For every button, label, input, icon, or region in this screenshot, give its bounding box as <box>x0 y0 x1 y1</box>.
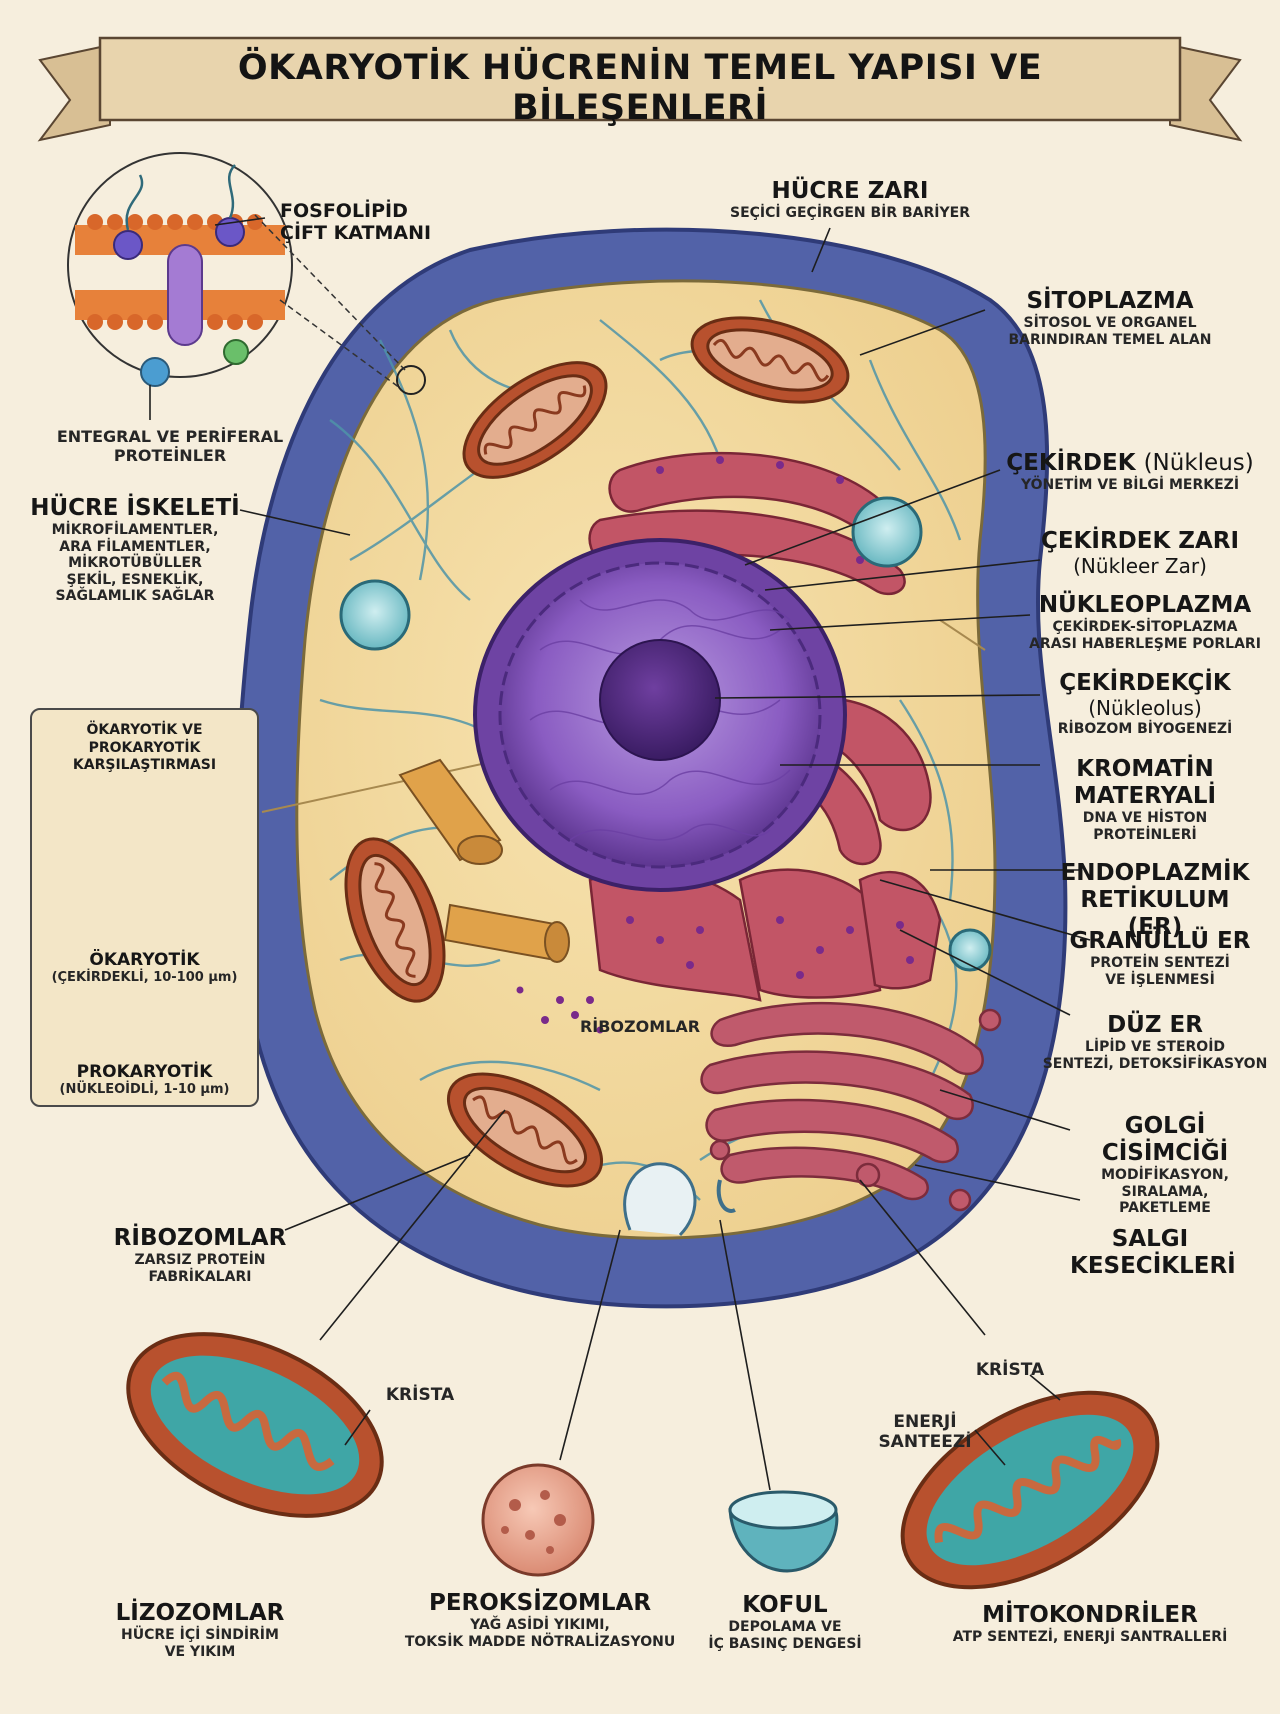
label-salgi: SALGI KESECİKLERİ <box>1070 1226 1236 1280</box>
eukaryote-caption: ÖKARYOTİK (ÇEKİRDEKLİ, 10-100 µm) <box>51 950 238 986</box>
label-hucre-iskeleti: HÜCRE İSKELETİ MİKROFİLAMENTLER, ARA FİL… <box>30 495 240 605</box>
label-er: ENDOPLAZMİK RETİKULUM (ER) <box>1060 860 1250 941</box>
label-krista-right: KRİSTA <box>975 1360 1045 1380</box>
ribosome-dots <box>516 456 914 1034</box>
golgi-shape <box>700 1001 1002 1212</box>
label-cekirdek: ÇEKİRDEK (Nükleus) YÖNETİM VE BİLGİ MERK… <box>1006 450 1254 494</box>
label-golgi: GOLGİ CİSİMCİĞİ MODİFİKASYON, SIRALAMA, … <box>1101 1113 1229 1217</box>
centriole-shapes <box>398 758 570 963</box>
mitochondria-right <box>900 1390 1160 1590</box>
nucleus-shape <box>473 538 847 892</box>
membrane-inset <box>67 152 293 387</box>
label-fosfolipid: FOSFOLİPİD ÇİFT KATMANI <box>280 200 432 245</box>
label-kromatin: KROMATİN MATERYALİ DNA VE HİSTON PROTEİN… <box>1073 756 1217 843</box>
exocytosis-vesicle <box>623 1162 697 1237</box>
label-granullu-er: GRANÜLLÜ ER PROTEİN SENTEZİ VE İŞLENMESİ <box>1069 928 1251 988</box>
label-koful: KOFUL DEPOLAMA VE İÇ BASINÇ DENGESİ <box>708 1592 862 1652</box>
label-integral: ENTEGRAL VE PERİFERAL PROTEİNLER <box>56 427 284 465</box>
prokaryote-caption: PROKARYOTİK (NÜKLEOİDLİ, 1-10 µm) <box>59 1062 230 1098</box>
mitochondria-inside <box>344 316 850 1188</box>
label-ribozomlar: RİBOZOMLAR ZARSIZ PROTEİN FABRİKALARI <box>113 1225 287 1285</box>
lysosome-mito-left <box>126 1332 384 1518</box>
comparison-title: ÖKARYOTİK VE PROKARYOTİK KARŞILAŞTIRMASI <box>72 722 217 773</box>
label-peroksizomlar: PEROKSİZOMLAR YAĞ ASİDİ YIKIMI, TOKSİK M… <box>404 1590 676 1650</box>
title-banner <box>37 36 1243 142</box>
label-mitokondriler: MİTOKONDRİLER ATP SENTEZİ, ENERJİ SANTRA… <box>952 1602 1228 1646</box>
label-cekirdek-zari: ÇEKİRDEK ZARI (Nükleer Zar) <box>1040 528 1240 579</box>
leader-lines <box>149 217 1091 1491</box>
vacuole-bottom-shape <box>728 1490 839 1573</box>
label-enerji: ENERJİ SANTEEZİ <box>878 1412 972 1453</box>
comparison-box: ÖKARYOTİK VE PROKARYOTİK KARŞILAŞTIRMASI… <box>30 708 259 1107</box>
label-krista-left: KRİSTA <box>385 1385 455 1405</box>
label-sitoplazma: SİTOPLAZMA SİTOSOL VE ORGANEL BARINDIRAN… <box>1008 288 1212 348</box>
peroxisome-shape <box>481 1463 595 1577</box>
page-title: ÖKARYOTİK HÜCRENİN TEMEL YAPISI VE BİLEŞ… <box>237 48 1043 128</box>
label-duz-er: DÜZ ER LİPİD VE STEROİD SENTEZİ, DETOKSİ… <box>1042 1012 1268 1072</box>
label-hucre-zari: HÜCRE ZARI SEÇİCİ GEÇİRGEN BİR BARİYER <box>730 178 970 222</box>
label-cekirdekcik: ÇEKİRDEKÇİK (Nükleolus) RİBOZOM BİYOGENE… <box>1057 670 1233 737</box>
label-nukleoplazma: NÜKLEOPLAZMA ÇEKİRDEK-SİTOPLAZMA ARASI H… <box>1029 592 1261 652</box>
label-lizozomlar: LİZOZOMLAR HÜCRE İÇİ SİNDİRİM VE YIKIM <box>115 1600 285 1660</box>
label-ribozomlar-inner: RİBOZOMLAR <box>579 1017 701 1036</box>
